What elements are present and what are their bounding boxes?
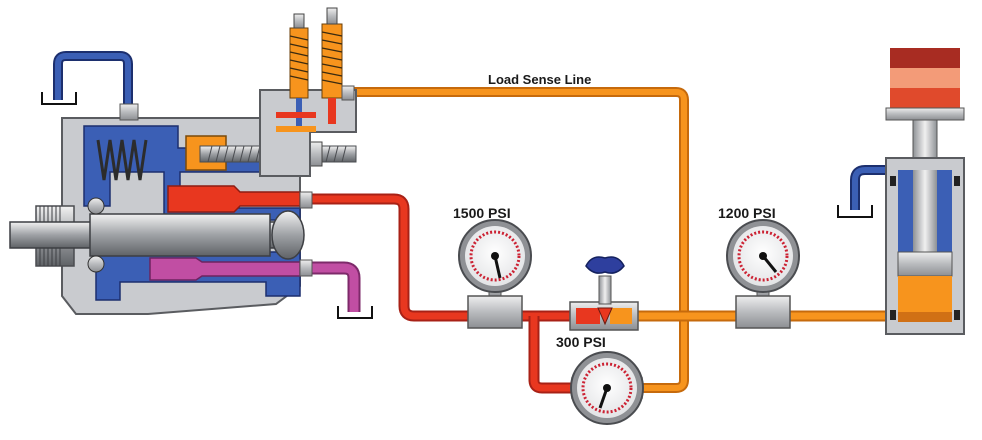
tank-symbol-icon-drain	[337, 306, 373, 319]
load-sense-line-label: Load Sense Line	[488, 72, 592, 87]
supply-pressure-label: 1500 PSI	[453, 205, 511, 221]
hydraulic-cylinder	[885, 48, 965, 335]
tank-symbol-icon-pump-case	[41, 92, 77, 105]
bypass-pressure-label: 300 PSI	[556, 334, 606, 350]
bypass-pressure-line	[528, 316, 572, 394]
pressure-gauge-icon-bypass	[570, 351, 644, 425]
needle-valve-icon	[569, 256, 639, 331]
pump-assembly	[9, 103, 357, 315]
compensator-valve-block	[259, 7, 357, 177]
tank-return-line	[53, 51, 133, 106]
pressure-gauge-icon-supply	[458, 219, 532, 329]
tank-symbol-icon-cylinder	[837, 205, 873, 218]
pressure-gauge-icon-load	[726, 219, 800, 329]
compensator-spring	[96, 139, 148, 181]
load-pressure-label: 1200 PSI	[718, 205, 776, 221]
cylinder-tank-line	[850, 165, 890, 210]
